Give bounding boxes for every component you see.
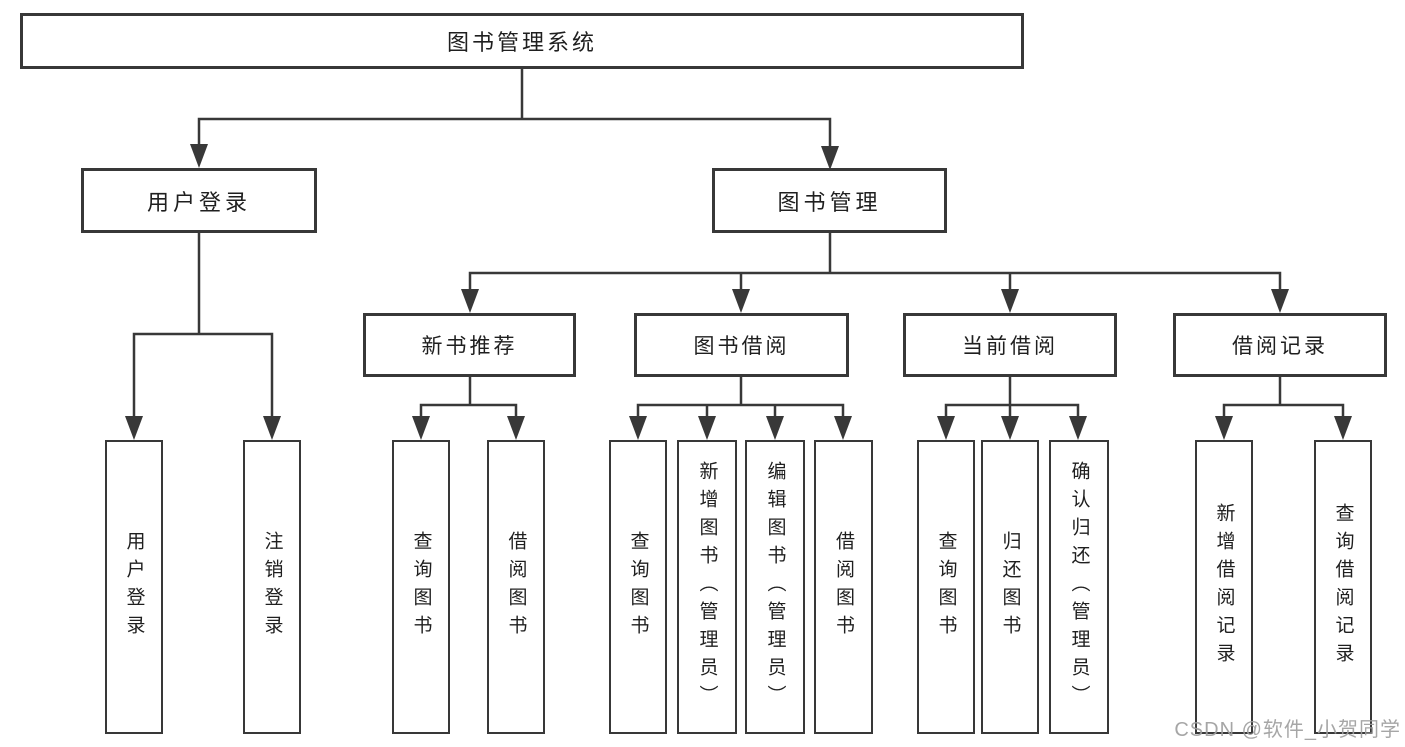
leaf-query-books-3-label: 查询图书 [935, 531, 957, 643]
node-book-management-label: 图书管理 [777, 189, 882, 215]
node-book-management: 图书管理 [712, 168, 947, 233]
leaf-add-book-admin-label: 新增图书（管理员） [696, 461, 718, 713]
connector-stems [132, 67, 1345, 422]
leaf-confirm-return-admin: 确认归还（管理员） [1049, 440, 1109, 734]
connector-arrowheads [125, 144, 1352, 440]
leaf-query-borrow-record-label: 查询借阅记录 [1332, 503, 1354, 671]
leaf-confirm-return-admin-label: 确认归还（管理员） [1068, 461, 1090, 713]
leaf-query-books-2-label: 查询图书 [627, 531, 649, 643]
node-root: 图书管理系统 [20, 13, 1024, 69]
leaf-return-books: 归还图书 [981, 440, 1039, 734]
leaf-borrow-books-1-label: 借阅图书 [505, 531, 527, 643]
leaf-logout: 注销登录 [243, 440, 301, 734]
node-borrowing-records-label: 借阅记录 [1232, 335, 1328, 358]
leaf-return-books-label: 归还图书 [999, 531, 1021, 643]
node-borrowing-records: 借阅记录 [1173, 313, 1387, 377]
node-new-book-recommend-label: 新书推荐 [421, 335, 518, 358]
node-current-borrowing: 当前借阅 [903, 313, 1117, 377]
leaf-query-books-2: 查询图书 [609, 440, 667, 734]
node-book-borrowing: 图书借阅 [634, 313, 849, 377]
leaf-add-borrow-record: 新增借阅记录 [1195, 440, 1253, 734]
leaf-query-books-1-label: 查询图书 [410, 531, 432, 643]
node-user-login-label: 用户登录 [146, 189, 251, 215]
leaf-borrow-books-2: 借阅图书 [814, 440, 873, 734]
leaf-borrow-books-2-label: 借阅图书 [833, 531, 854, 643]
node-book-borrowing-label: 图书借阅 [693, 335, 790, 358]
leaf-query-borrow-record: 查询借阅记录 [1314, 440, 1372, 734]
leaf-user-login: 用户登录 [105, 440, 163, 734]
node-current-borrowing-label: 当前借阅 [962, 335, 1058, 358]
watermark: CSDN @软件_小贺同学 [1174, 719, 1401, 741]
leaf-query-books-1: 查询图书 [392, 440, 450, 734]
leaf-edit-book-admin-label: 编辑图书（管理员） [764, 461, 786, 713]
leaf-add-borrow-record-label: 新增借阅记录 [1213, 503, 1235, 671]
node-user-login: 用户登录 [81, 168, 317, 233]
leaf-logout-label: 注销登录 [261, 531, 283, 643]
leaf-query-books-3: 查询图书 [917, 440, 975, 734]
node-new-book-recommend: 新书推荐 [363, 313, 576, 377]
leaf-edit-book-admin: 编辑图书（管理员） [745, 440, 805, 734]
leaf-borrow-books-1: 借阅图书 [487, 440, 545, 734]
leaf-add-book-admin: 新增图书（管理员） [677, 440, 737, 734]
node-root-label: 图书管理系统 [446, 30, 597, 55]
leaf-user-login-label: 用户登录 [123, 531, 145, 643]
